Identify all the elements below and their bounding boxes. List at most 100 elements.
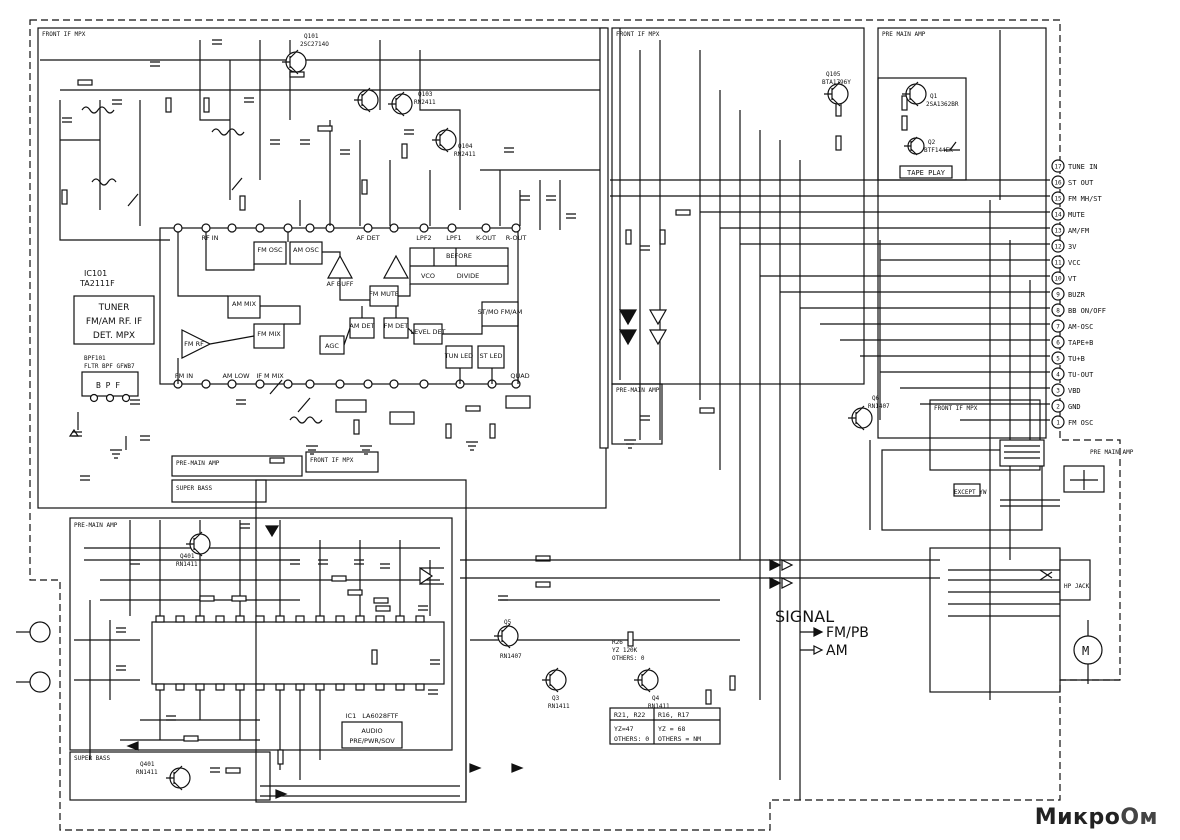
- table-cell: R21, R22: [614, 711, 645, 719]
- connector-pin-number: 5: [1056, 356, 1060, 363]
- q103-part: RN2411: [414, 99, 436, 106]
- block-tun-led: TUN LED: [444, 352, 473, 360]
- q104-part: RN2411: [454, 151, 476, 158]
- connector-pin-4: [1051, 367, 1065, 381]
- bpf101-label: B P F: [96, 381, 120, 390]
- connector-pin-7: [1051, 319, 1065, 333]
- connector-pin-number: 7: [1056, 324, 1060, 331]
- label-front-if-mpx: FRONT IF MPX: [42, 31, 86, 38]
- q105-ref: Q105: [826, 71, 841, 78]
- block-k-out: K-OUT: [476, 234, 496, 242]
- label-pre-main-amp: PRE MAIN AMP: [882, 31, 926, 38]
- block-fm-mix: FM MIX: [257, 330, 281, 338]
- connector-pin-number: 2: [1056, 404, 1060, 411]
- block-lpf2: LPF2: [416, 234, 431, 242]
- ic101-part: TA2111F: [79, 279, 115, 288]
- connector-pin-label: 3V: [1068, 243, 1077, 251]
- tape-play-indicator: TAPE PLAY: [899, 141, 960, 179]
- frontend-components: [40, 39, 908, 481]
- q5-part: RN1407: [500, 653, 522, 660]
- q4-ref: Q4: [652, 695, 660, 702]
- label-super-bass-2: SUPER BASS: [74, 755, 111, 762]
- block-st-led: ST LED: [480, 352, 503, 360]
- block-am-osc: AM OSC: [293, 246, 319, 254]
- label-front-if-mpx-3: FRONT IF MPX: [934, 405, 978, 412]
- connector-pin-11: [1051, 255, 1065, 269]
- connector-pin-label: FM OSC: [1068, 419, 1093, 427]
- block-agc: AGC: [325, 342, 339, 350]
- connector-pin-number: 3: [1056, 388, 1060, 395]
- block-fm-det: FM DET: [384, 322, 409, 330]
- connector-pin-2: [1051, 399, 1065, 413]
- connector-pin-number: 9: [1056, 292, 1060, 299]
- hp-jack-label: HP JACK: [1064, 583, 1090, 590]
- ic101-chip: IC101 TA2111F TUNER FM/AM RF. IF DET. MP…: [73, 223, 530, 389]
- watermark-prefix: Микро: [1034, 805, 1121, 830]
- connector-pin-number: 1: [1056, 420, 1060, 427]
- block-st-mo: ST/MO FM/AM: [478, 308, 523, 316]
- connector-bus: [610, 28, 1050, 800]
- connector-pin-label: GND: [1068, 403, 1081, 411]
- table-cell: R16, R17: [658, 711, 689, 719]
- connector-pin-number: 17: [1054, 164, 1062, 171]
- connector-pin-label: AM-OSC: [1068, 323, 1093, 331]
- connector-pin-9: [1051, 287, 1065, 301]
- q401b-part: RN1411: [136, 769, 158, 776]
- connector-pin-label: MUTE: [1068, 211, 1085, 219]
- connector-pin-number: 10: [1054, 276, 1062, 283]
- bpf101-filter: BPF101 FLTR BPF GFWB7 B P F: [81, 355, 139, 403]
- q6-ref: Q6: [872, 395, 880, 402]
- ic1-ref: IC1: [346, 712, 357, 720]
- ic1-desc-2: PRE/PWR/SOV: [349, 737, 395, 745]
- q103-ref: Q103: [418, 91, 433, 98]
- connector-pin-label: TAPE+B: [1068, 339, 1093, 347]
- q4-part: RN1411: [648, 703, 670, 710]
- block-ifm-mix: IF M MIX: [256, 372, 284, 380]
- connector-pin-label: VCC: [1068, 259, 1081, 267]
- q401b-ref: Q401: [140, 761, 155, 768]
- q2-ref: Q2: [928, 139, 936, 146]
- table-cell: OTHERS: 0: [614, 735, 649, 743]
- connector-pin-label: BUZR: [1068, 291, 1086, 299]
- q2-part: BTF144EK: [924, 147, 953, 154]
- connector-pin-label: BB ON/OFF: [1068, 307, 1106, 315]
- block-rf-in: RF IN: [201, 234, 218, 242]
- block-vco: VCO: [421, 272, 435, 280]
- connector-pin-label: FM MH/ST: [1068, 195, 1103, 203]
- except-label: EXCEPT YW: [954, 489, 987, 496]
- connector-pin-1: [1051, 415, 1065, 429]
- connector-pin-6: [1051, 335, 1065, 349]
- label-front-if-mpx-2: FRONT IF MPX: [616, 31, 660, 38]
- q3-ref: Q3: [552, 695, 560, 702]
- connector-pin-number: 8: [1056, 308, 1060, 315]
- connector-pin-3: [1051, 383, 1065, 397]
- section-labels: FRONT IF MPX FRONT IF MPX PRE MAIN AMP P…: [42, 31, 1134, 762]
- connector-pin-label: ST OUT: [1068, 179, 1094, 187]
- label-pre-main-amp-5: PRE-MAIN AMP: [74, 522, 118, 529]
- ic101-desc-3: DET. MPX: [93, 331, 135, 341]
- r26-other: OTHERS: 0: [612, 655, 645, 662]
- block-fm-in: FM IN: [175, 372, 193, 380]
- block-af-buff: AF BUFF: [327, 280, 354, 288]
- block-af-det: AF DET: [356, 234, 379, 242]
- connector-pin-number: 4: [1056, 372, 1060, 379]
- connector-pin-number: 11: [1054, 260, 1062, 267]
- legend-title: SIGNAL: [775, 607, 834, 626]
- ic101-ref: IC101: [84, 269, 107, 278]
- connector-pin-label: TU-OUT: [1068, 371, 1094, 379]
- connector-pin-number: 16: [1054, 180, 1062, 187]
- block-level-det: LEVEL DET: [410, 328, 445, 336]
- q401-ref: Q401: [180, 553, 195, 560]
- ic1-chip: IC1 LA6028FTF AUDIO PRE/PWR/SOV: [151, 615, 445, 749]
- q5-ref: Q5: [504, 619, 512, 626]
- q1-part: 2SA1362BR: [926, 101, 959, 108]
- q101-ref: Q101: [304, 33, 319, 40]
- bpf101-ref: BPF101: [84, 355, 106, 362]
- connector-pin-number: 15: [1054, 196, 1062, 203]
- ic1-part: LA6028FTF: [362, 712, 398, 720]
- connector-pin-number: 12: [1054, 244, 1062, 251]
- tape-play-label: TAPE PLAY: [907, 169, 946, 177]
- amp-components: [16, 520, 740, 800]
